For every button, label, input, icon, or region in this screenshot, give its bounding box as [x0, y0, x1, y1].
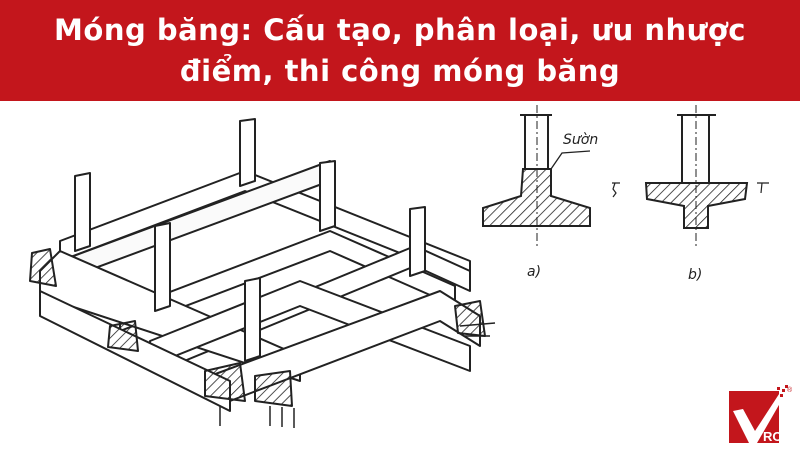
isometric-foundation: [29, 118, 496, 428]
registered-mark: ®: [787, 386, 793, 394]
logo-text: RO: [763, 429, 783, 444]
section-b-label: b): [688, 267, 702, 283]
section-a-label: a): [527, 264, 541, 280]
strip-foundation-diagram: Sườn a) b): [29, 105, 769, 428]
title-banner: Móng băng: Cấu tạo, phân loại, ưu nhược …: [0, 0, 800, 101]
section-b: b): [644, 105, 769, 283]
section-a: Sườn a): [482, 105, 620, 280]
brand-logo: RO ®: [727, 383, 795, 445]
rib-label: Sườn: [563, 132, 598, 148]
page-title: Móng băng: Cấu tạo, phân loại, ưu nhược …: [54, 12, 746, 88]
